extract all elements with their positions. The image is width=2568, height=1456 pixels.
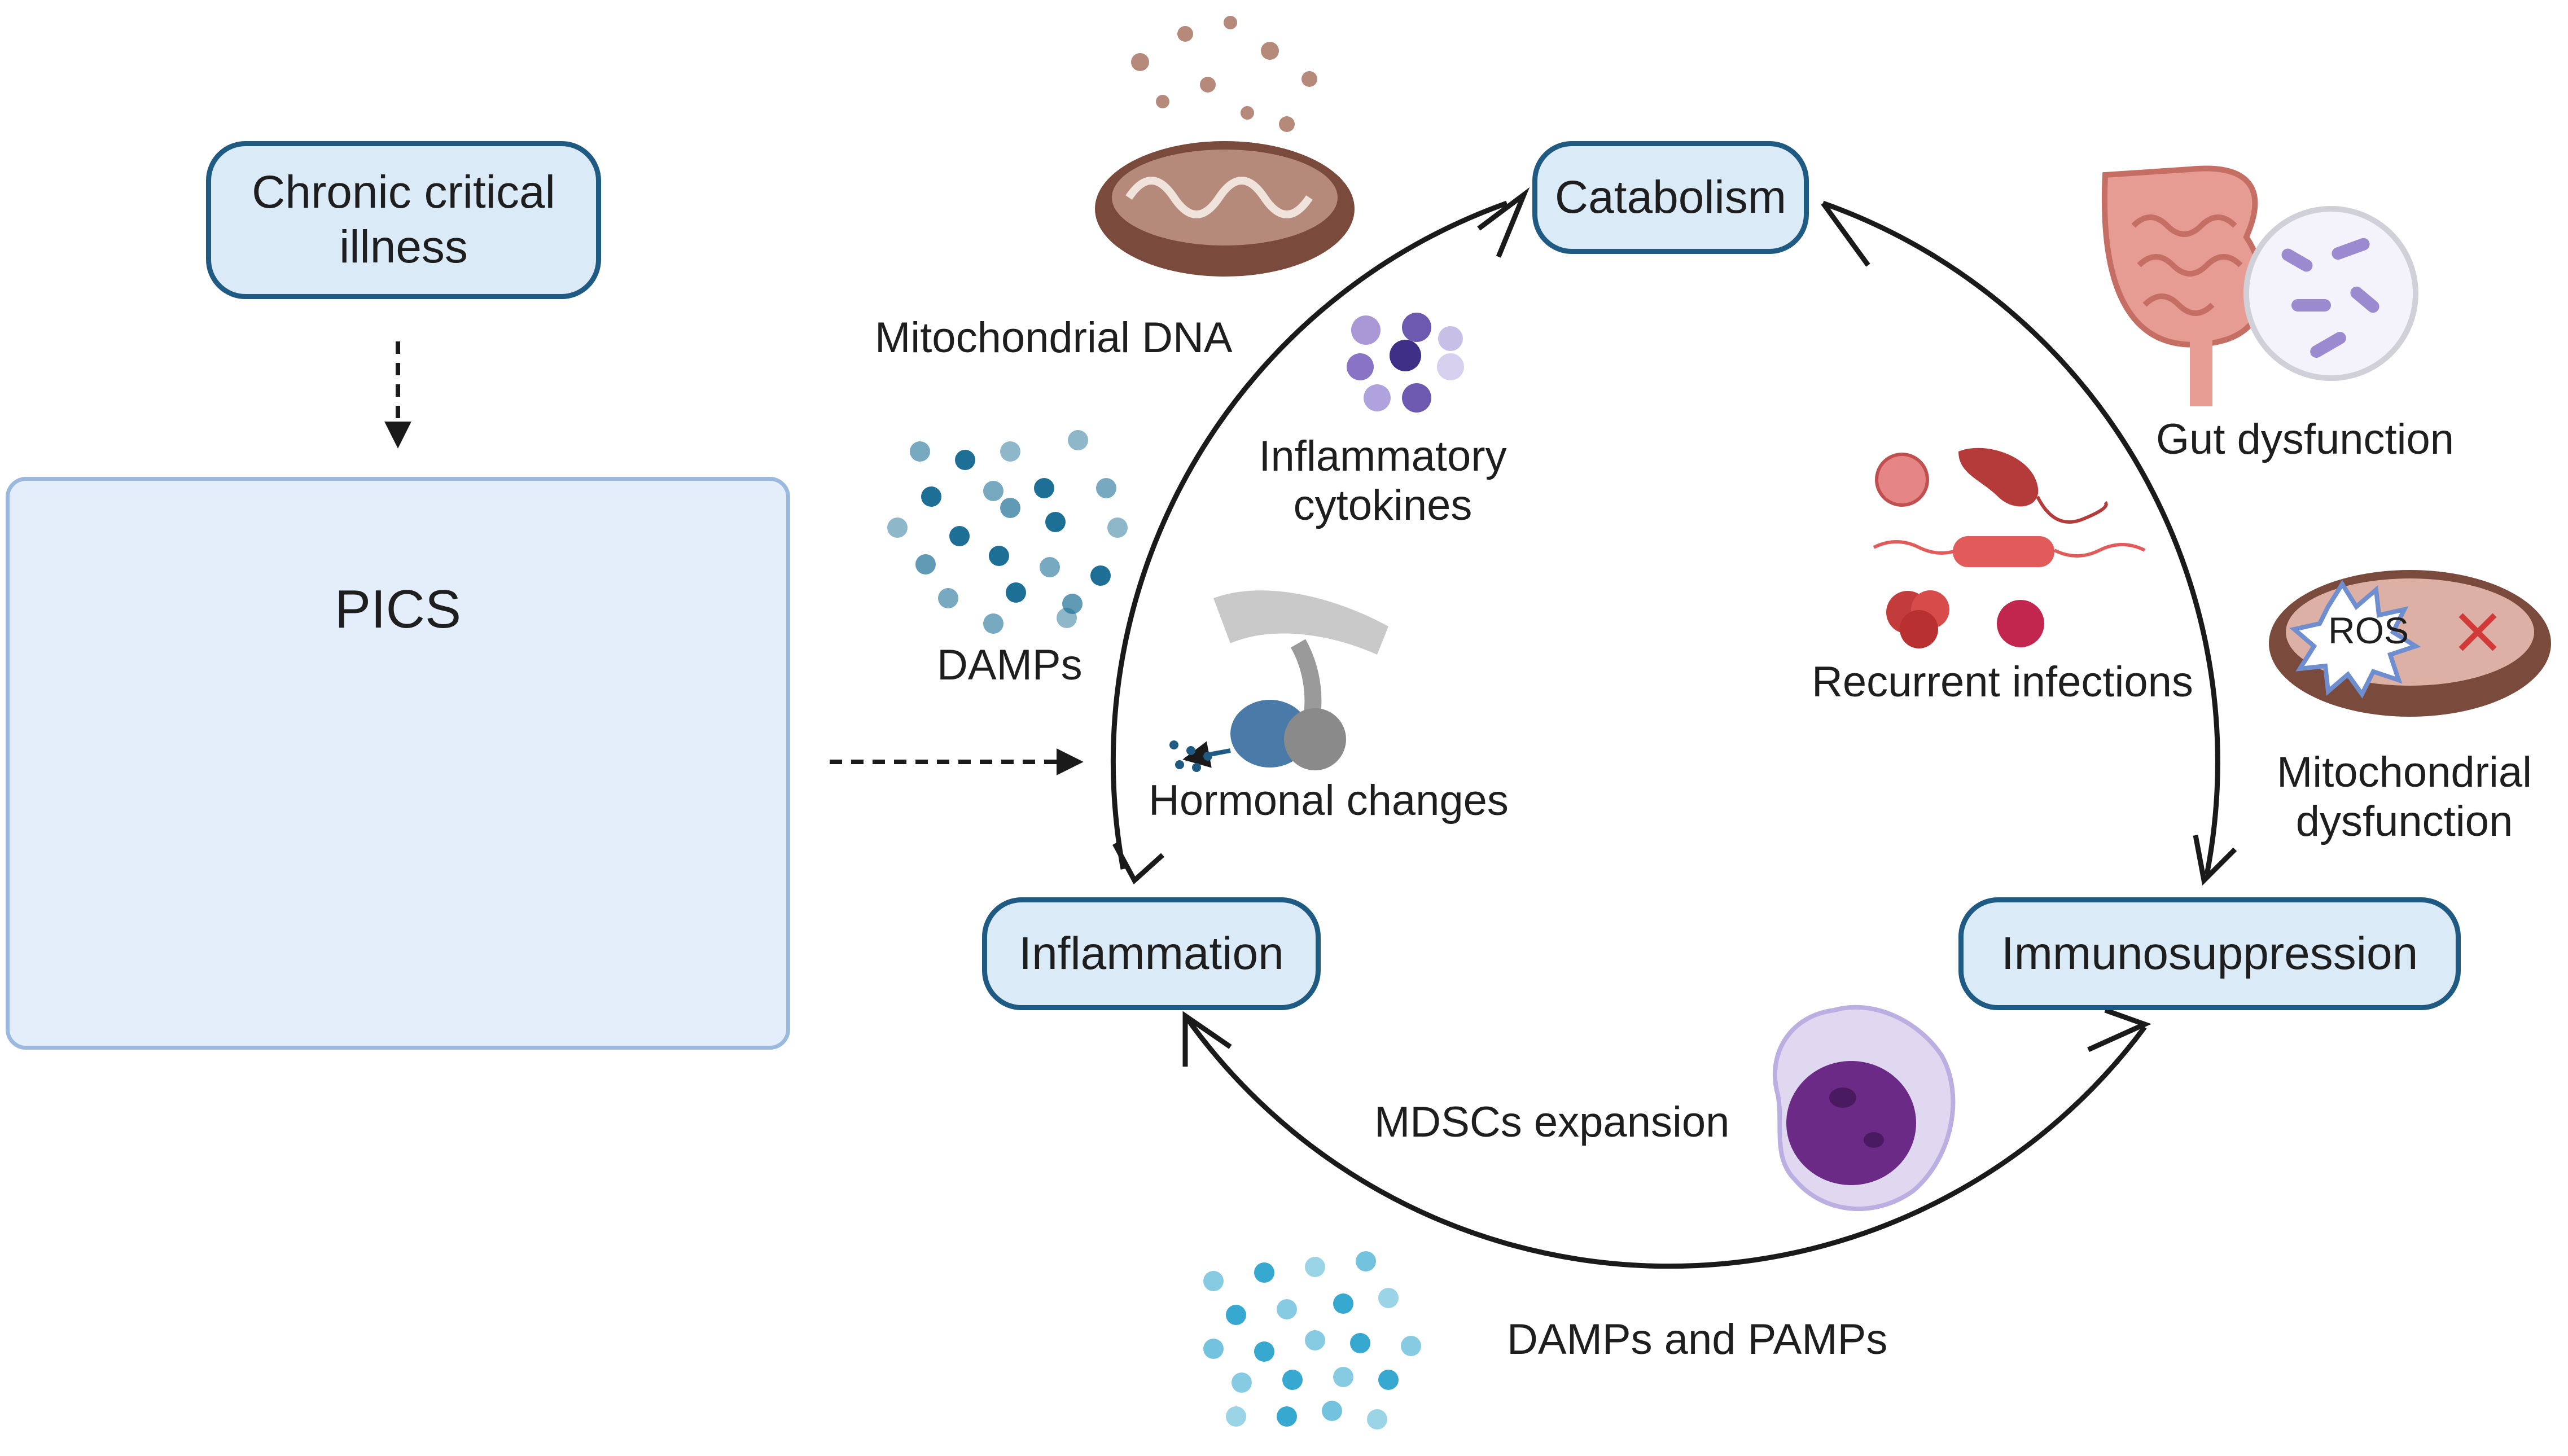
arrowhead-immunosuppression: [2193, 835, 2237, 886]
label-damps: DAMPs: [937, 641, 1083, 689]
damps-pamps-dots-icon: [1203, 1251, 1421, 1429]
damp-dots-icon: [887, 430, 1128, 634]
arrowhead-inflammation-bottom: [1182, 1011, 1232, 1067]
node-immunosuppression: Immunosuppression: [1958, 897, 2461, 1010]
pics-label: PICS: [334, 579, 462, 639]
label-ros: ROS: [2328, 609, 2409, 651]
pituitary-icon: [1169, 590, 1388, 772]
label-hormonal-changes: Hormonal changes: [1149, 777, 1509, 825]
pics-panel: [6, 477, 790, 1050]
arc-immunosuppression-to-inflammation: [1183, 1014, 2147, 1269]
cytokine-dots-icon: [1347, 313, 1464, 413]
node-catabolism: Catabolism: [1532, 141, 1809, 254]
label-mitochondrial-dna: Mitochondrial DNA: [875, 314, 1233, 362]
label-inflammatory-cytokines: Inflammatory cytokines: [1259, 432, 1507, 530]
label-mdscs-expansion: MDSCs expansion: [1374, 1098, 1730, 1146]
label-gut-dysfunction: Gut dysfunction: [2156, 415, 2455, 463]
intestine-icon: [2102, 165, 2418, 406]
label-mitochondrial-dysfunction: Mitochondrial dysfunction: [2277, 748, 2532, 846]
arc-catabolism-to-immunosuppression: [1822, 200, 2220, 875]
node-chronic-critical-illness: Chronic critical illness: [206, 141, 601, 299]
node-inflammation: Inflammation: [982, 897, 1321, 1010]
arc-inflammation-to-catabolism: [1110, 200, 1508, 870]
mitochondrion-icon: [1095, 16, 1355, 277]
arrowhead-immunosuppression-bottom: [2087, 1007, 2152, 1052]
label-damps-and-pamps: DAMPs and PAMPs: [1507, 1315, 1888, 1363]
pathogens-icon: [1873, 448, 2146, 648]
tick-catabolism-right: [1821, 201, 1870, 267]
arrowhead-catabolism: [1477, 187, 1530, 258]
mitochondrion-ros-icon: [2269, 570, 2551, 717]
cycle-arrows: [1110, 187, 2237, 1269]
label-recurrent-infections: Recurrent infections: [1812, 658, 2193, 706]
arrowhead-inflammation: [1112, 842, 1165, 885]
mdsc-cell-icon: [1772, 1005, 1956, 1212]
